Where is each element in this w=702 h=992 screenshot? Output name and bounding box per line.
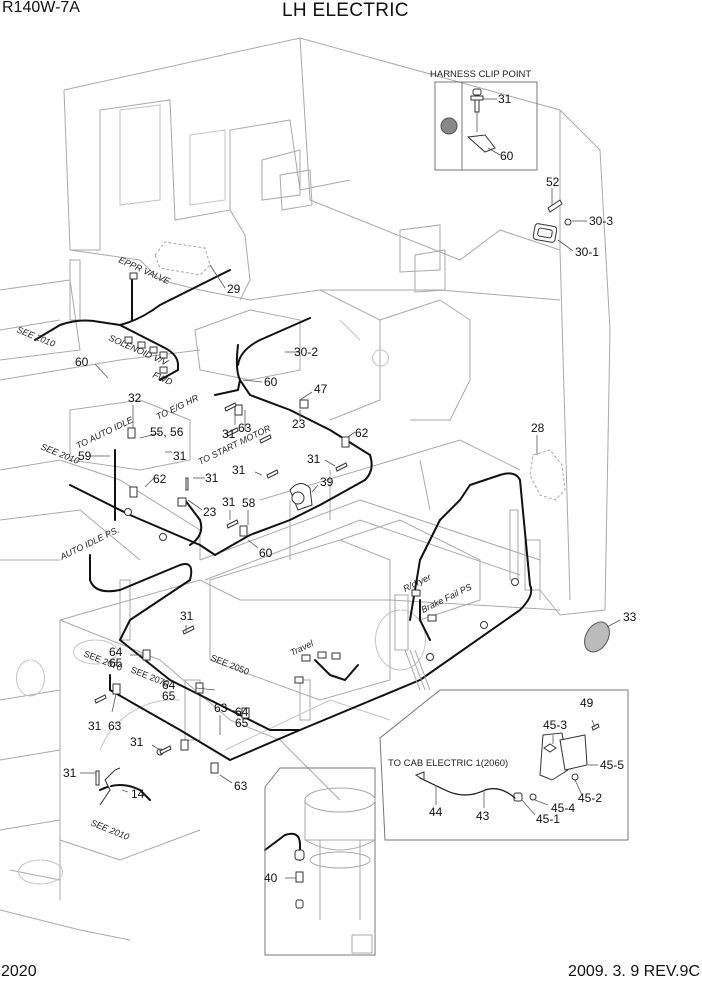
callout-60[interactable]: 60 (264, 375, 278, 389)
callout-62[interactable]: 62 (355, 426, 369, 440)
callout-31[interactable]: 31 (63, 766, 77, 780)
callout-30-3[interactable]: 30-3 (589, 214, 613, 228)
callout-45-4[interactable]: 45-4 (551, 801, 575, 815)
note-to-auto-idle: TO AUTO IDLE (74, 414, 135, 451)
callout-31[interactable]: 31 (307, 452, 321, 466)
callout-23[interactable]: 23 (292, 417, 306, 431)
cab-electric-inset (379, 689, 629, 841)
part-14-cable (99, 767, 121, 806)
components (94, 199, 610, 806)
part-29-cover (154, 241, 211, 276)
note-see-2050: SEE 2050 (209, 653, 250, 677)
callout-32[interactable]: 32 (128, 391, 142, 405)
note-fwd: FWD (151, 370, 174, 388)
callout-31[interactable]: 31 (232, 463, 246, 477)
callout-45-2[interactable]: 45-2 (578, 791, 602, 805)
callout-31[interactable]: 31 (173, 449, 187, 463)
engine-sensor-inset (264, 767, 376, 956)
callout-59[interactable]: 59 (78, 449, 92, 463)
callout-63[interactable]: 63 (234, 779, 248, 793)
callout-45-3[interactable]: 45-3 (543, 718, 567, 732)
note-see-2010-top: SEE 2010 (15, 325, 56, 349)
callout-64[interactable]: 64 (162, 678, 176, 692)
callout-63[interactable]: 63 (108, 719, 122, 733)
callout-45-1[interactable]: 45-1 (536, 812, 560, 826)
revision-date: 2009. 3. 9 REV.9C (568, 963, 700, 980)
callout-60[interactable]: 60 (259, 546, 273, 560)
machine-frame-outline (0, 37, 611, 941)
callout-60[interactable]: 60 (500, 149, 514, 163)
callout-31[interactable]: 31 (130, 735, 144, 749)
callout-49[interactable]: 49 (580, 696, 594, 710)
callout-63[interactable]: 63 (214, 701, 228, 715)
note-to-eg-hr: TO E/G HR (154, 392, 200, 421)
note-eppr-valve: EPPR VALVE (117, 255, 172, 287)
callout-60[interactable]: 60 (75, 355, 89, 369)
callout-65[interactable]: 65 (235, 716, 249, 730)
part-callouts: 31 60 52 30-3 30-1 29 30-2 60 47 60 32 5… (63, 92, 637, 885)
callout-62[interactable]: 62 (153, 472, 167, 486)
callout-40[interactable]: 40 (264, 871, 278, 885)
callout-31[interactable]: 31 (222, 427, 236, 441)
callout-44[interactable]: 44 (429, 805, 443, 819)
part-30-3 (564, 218, 572, 226)
callout-64[interactable]: 64 (235, 705, 249, 719)
callout-39[interactable]: 39 (320, 475, 334, 489)
harness-clip-point-inset (434, 81, 538, 171)
callout-31[interactable]: 31 (180, 609, 194, 623)
leader-lines (80, 188, 621, 879)
callout-31[interactable]: 31 (88, 719, 102, 733)
callout-43[interactable]: 43 (476, 809, 490, 823)
callout-28[interactable]: 28 (531, 421, 545, 435)
callout-14[interactable]: 14 (131, 787, 145, 801)
callout-33[interactable]: 33 (623, 610, 637, 624)
inset-title-harness-clip: HARNESS CLIP POINT (430, 69, 531, 80)
page-title: LH ELECTRIC (282, 0, 409, 21)
model-number: R140W-7A (2, 0, 80, 16)
callout-52[interactable]: 52 (546, 175, 560, 189)
note-brake-fail-ps: Brake Fail PS (419, 582, 473, 615)
callout-65[interactable]: 65 (162, 689, 176, 703)
callout-55-56[interactable]: 55, 56 (150, 425, 184, 439)
callout-30-2[interactable]: 30-2 (294, 345, 318, 359)
callout-65[interactable]: 65 (109, 656, 123, 670)
part-52-bolt (547, 199, 563, 213)
callout-47[interactable]: 47 (314, 382, 328, 396)
page-number: 2020 (1, 963, 37, 980)
callout-23[interactable]: 23 (203, 505, 217, 519)
note-see-2010-bottom: SEE 2010 (89, 818, 130, 842)
callout-31[interactable]: 31 (222, 495, 236, 509)
callout-31[interactable]: 31 (498, 92, 512, 106)
note-to-cab-electric: TO CAB ELECTRIC 1(2060) (388, 758, 508, 769)
note-solenoid-vv: SOLENOID V/V (107, 333, 170, 368)
part-33-grille (584, 621, 610, 653)
callout-58[interactable]: 58 (242, 496, 256, 510)
part-28-relay (529, 449, 566, 501)
callout-29[interactable]: 29 (227, 282, 241, 296)
callout-64[interactable]: 64 (109, 645, 123, 659)
grommet-swatch (440, 117, 458, 135)
wiring-harness (34, 269, 533, 861)
callout-45-5[interactable]: 45-5 (600, 758, 624, 772)
callout-30-1[interactable]: 30-1 (575, 245, 599, 259)
callout-31[interactable]: 31 (205, 471, 219, 485)
callout-63[interactable]: 63 (238, 421, 252, 435)
